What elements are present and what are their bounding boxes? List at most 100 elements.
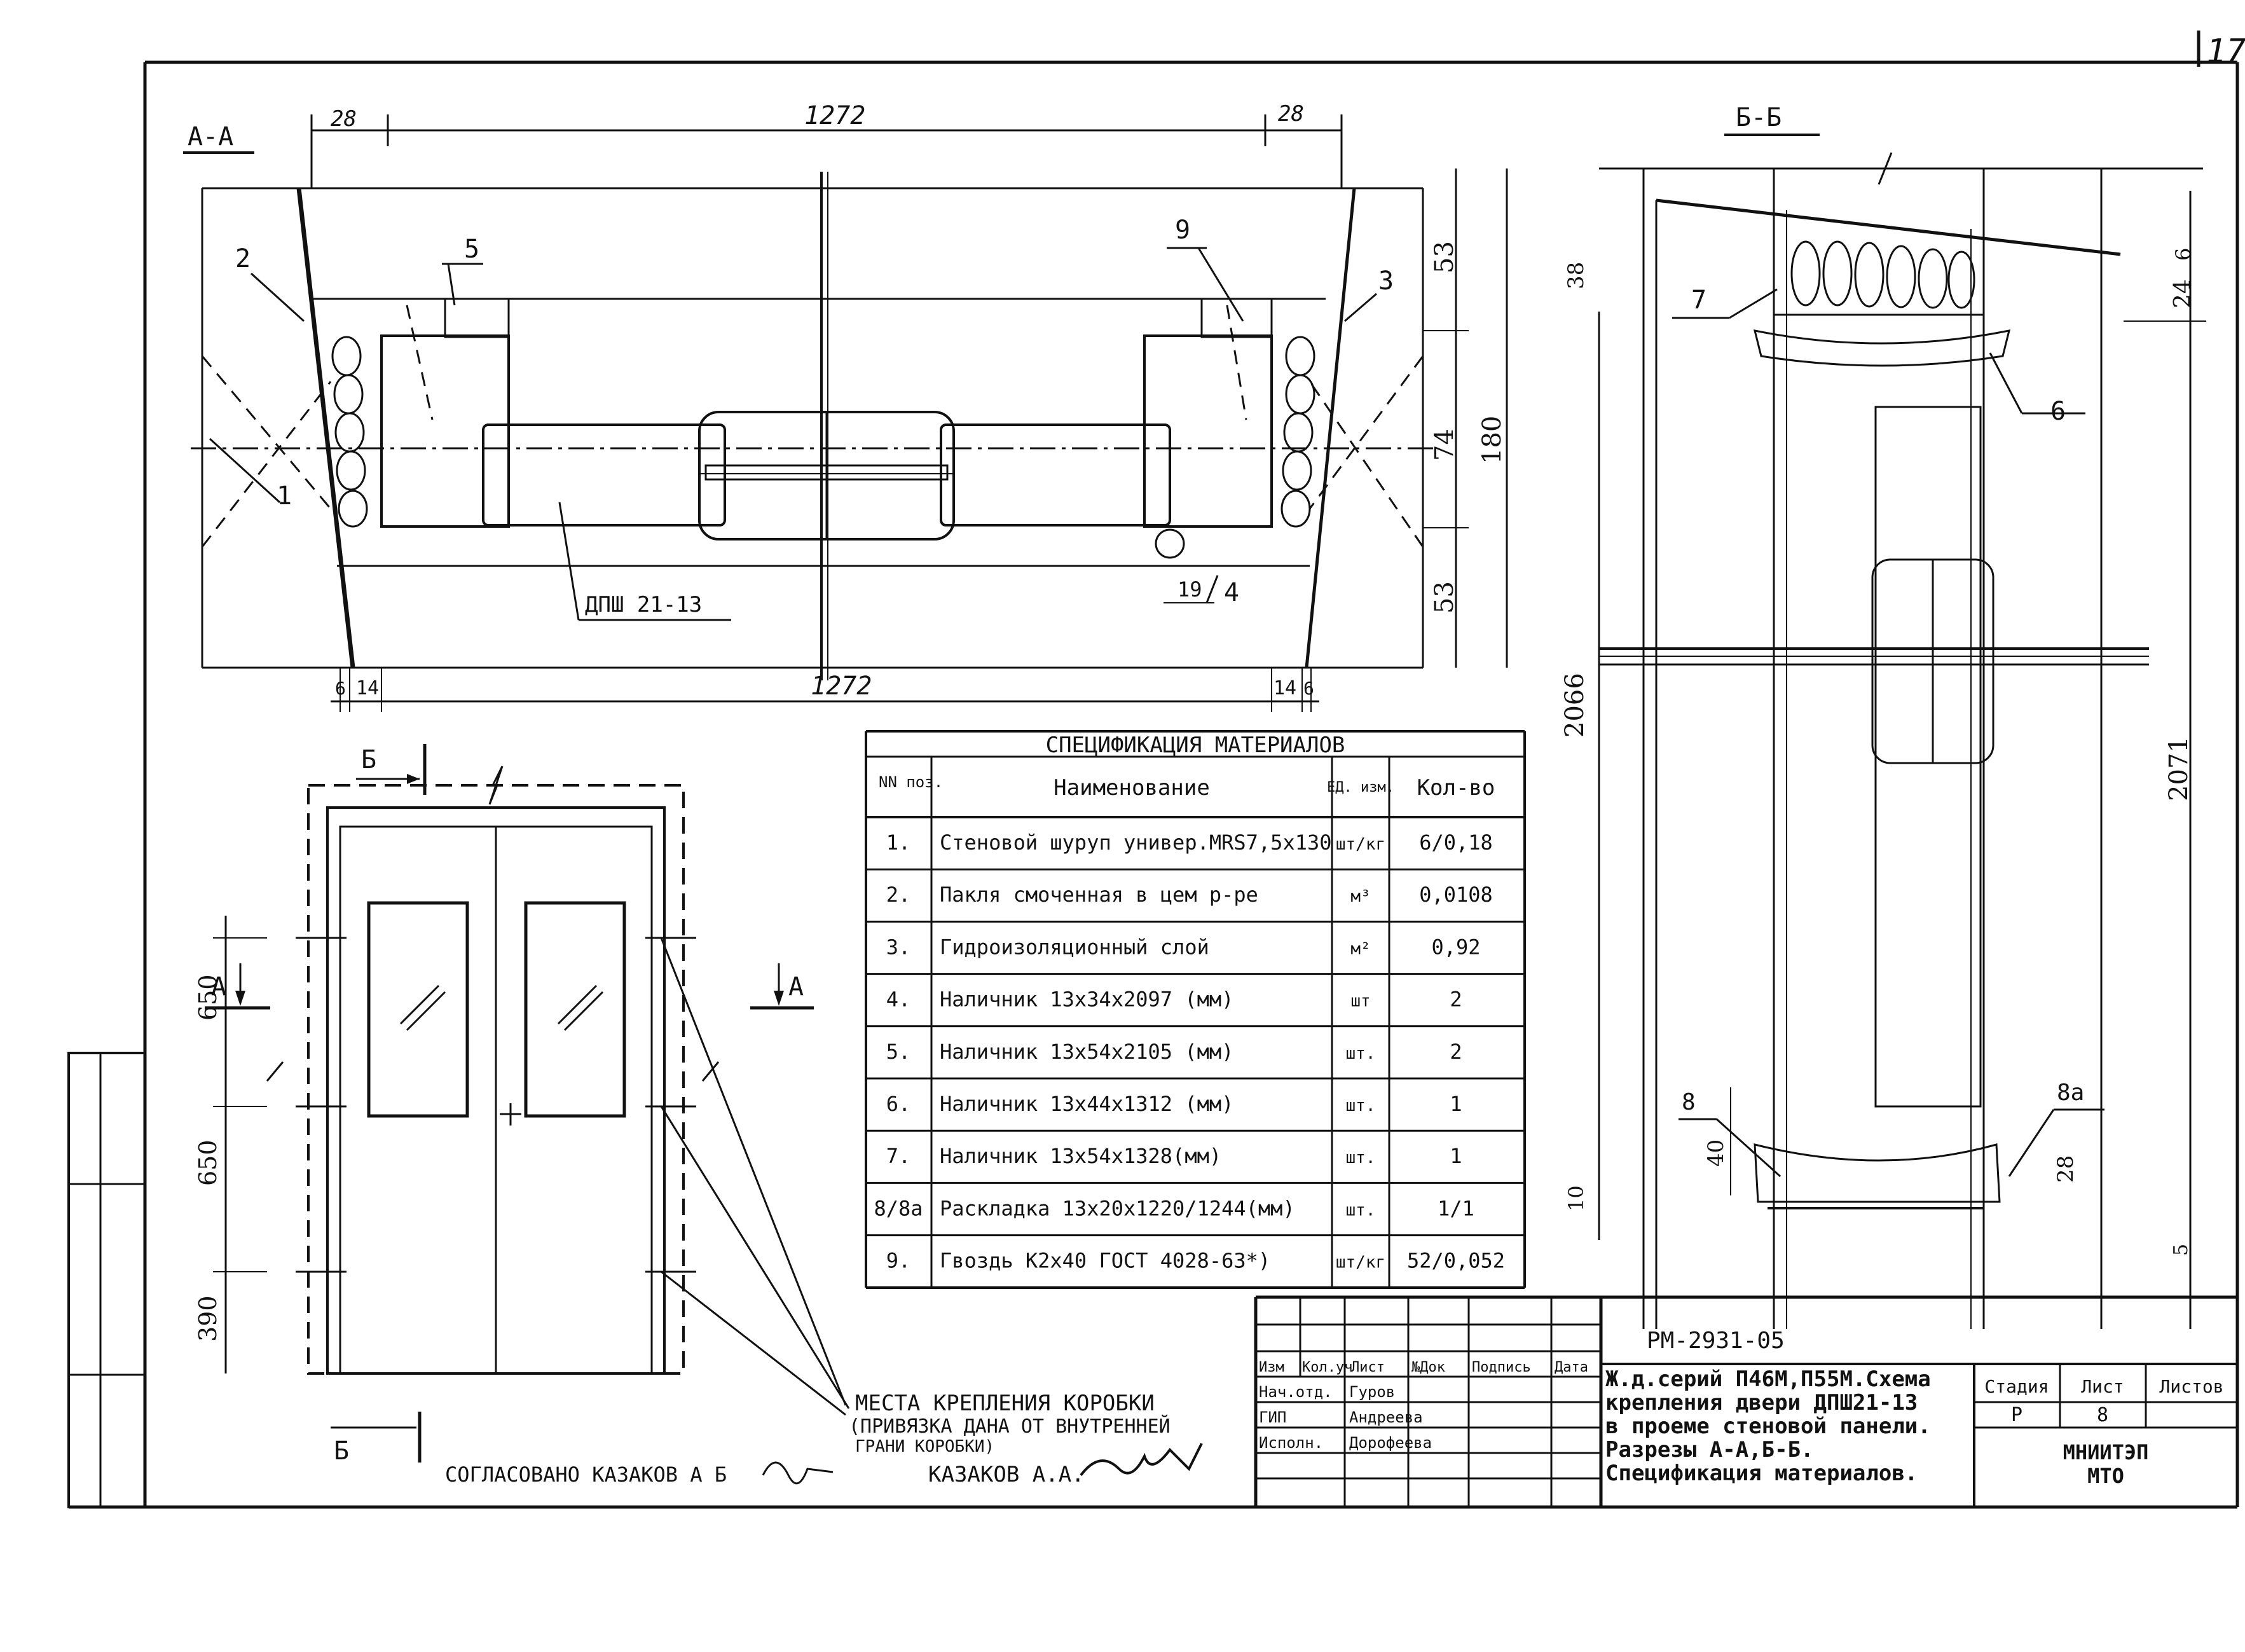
- spec-cell-unit: шт.: [1346, 1148, 1376, 1167]
- spec-cell-unit: шт.: [1346, 1096, 1376, 1115]
- spec-cell-qty: 1: [1450, 1092, 1462, 1116]
- title-block: Изм Кол.уч Лист №Док Подпись Дата Нач.от…: [1254, 1295, 2237, 1507]
- note-line-2: (ПРИВЯЗКА ДАНА ОТ ВНУТРЕННЕЙ: [849, 1415, 1171, 1438]
- section-aa: А-А: [183, 101, 1508, 712]
- dim-aa-bottom-l2: 14: [356, 677, 379, 699]
- tb-h-data: Дата: [1555, 1359, 1588, 1375]
- callout-2: 2: [235, 244, 251, 273]
- tb-description-line: Разрезы А-А,Б-Б.: [1605, 1437, 1814, 1463]
- callout-7: 7: [1691, 286, 1706, 315]
- dim-bb-38: 38: [1563, 262, 1589, 289]
- spec-cell-name: Гвоздь К2x40 ГОСТ 4028-63*): [940, 1249, 1270, 1273]
- spec-cell-nn: 8/8а: [874, 1196, 923, 1220]
- door-elevation: 650 650 390 Б Б А А: [194, 744, 850, 1466]
- spec-cell-unit: шт: [1350, 992, 1370, 1011]
- callout-5: 5: [464, 235, 479, 264]
- spec-table: СПЕЦИФИКАЦИЯ МАТЕРИАЛОВ NN поз. Наименов…: [865, 730, 1526, 1289]
- tb-sheet-label: Лист: [2081, 1376, 2124, 1397]
- dim-bb-6: 6: [2171, 248, 2195, 261]
- spec-header-qty: Кол-во: [1417, 775, 1495, 801]
- tb-role: ГИП: [1259, 1408, 1286, 1426]
- approved-line: СОГЛАСОВАНО КАЗАКОВ А Б: [445, 1463, 727, 1487]
- dim-aa-bottom-r2: 6: [1303, 678, 1314, 699]
- spec-cell-qty: 2: [1450, 1040, 1462, 1064]
- cut-b-top-label: Б: [361, 745, 376, 774]
- tb-stage-label: Стадия: [1984, 1376, 2049, 1397]
- oakum-left: [331, 336, 368, 528]
- dim-bb-right-height: 2071: [2164, 736, 2194, 801]
- tb-stage: Р: [2011, 1404, 2022, 1426]
- dim-aa-bottom-r1: 14: [1274, 677, 1296, 699]
- callout-8: 8: [1682, 1089, 1696, 1115]
- fastening-note: МЕСТА КРЕПЛЕНИЯ КОРОБКИ (ПРИВЯЗКА ДАНА О…: [445, 1391, 1203, 1487]
- spec-cell-nn: 7.: [886, 1144, 911, 1168]
- spec-cell-unit: шт/кг: [1336, 835, 1385, 854]
- spec-cell-nn: 1.: [886, 830, 911, 855]
- signature-1: [762, 1461, 834, 1485]
- cut-a-left-label: А: [211, 972, 226, 1002]
- callout-8a: 8а: [2057, 1080, 2084, 1106]
- dim-aa-top-right: 28: [1278, 101, 1304, 127]
- spec-cell-nn: 2.: [886, 883, 911, 907]
- cut-a-right-label: А: [788, 972, 804, 1002]
- section-aa-title: А-А: [188, 122, 233, 151]
- spec-cell-nn: 6.: [886, 1092, 911, 1116]
- approved-name: КАЗАКОВ А.А.: [928, 1462, 1085, 1487]
- org-line-1: МНИИТЭП: [2063, 1440, 2149, 1464]
- callout-6: 6: [2050, 397, 2066, 426]
- signature-2: [1080, 1443, 1203, 1476]
- tb-description-line: Ж.д.серий П46М,П55М.Схема: [1605, 1366, 1931, 1392]
- spec-header-name: Наименование: [1054, 775, 1210, 801]
- section-bb: Б-Б 2066 38: [1560, 103, 2206, 1329]
- spec-row: 6.Наличник 13x44x1312 (мм)шт.1: [886, 1092, 1462, 1116]
- spec-cell-nn: 3.: [886, 935, 911, 959]
- spec-cell-qty: 0,0108: [1419, 883, 1493, 907]
- spec-row: 7. Наличник 13x54x1328(мм) шт. 1: [886, 1144, 1462, 1168]
- spec-cell-qty: 1: [1450, 1144, 1462, 1168]
- doc-code: РМ-2931-05: [1647, 1328, 1785, 1354]
- dim-aa-right-mid: 74: [1430, 429, 1459, 461]
- tb-description-line: крепления двери ДПШ21-13: [1605, 1390, 1918, 1415]
- spec-cell-name: Гидроизоляционный слой: [940, 935, 1209, 959]
- spec-cell-unit: шт.: [1346, 1044, 1376, 1063]
- elev-dim-1: 650: [194, 974, 222, 1021]
- dim-bb-10: 10: [1564, 1185, 1588, 1211]
- spec-cell-unit: шт.: [1346, 1201, 1376, 1220]
- note-line-3: ГРАНИ КОРОБКИ): [855, 1437, 994, 1456]
- org-line-2: МТО: [2087, 1464, 2124, 1488]
- tb-h-podpis: Подпись: [1472, 1359, 1531, 1375]
- spec-row: 5. Наличник 13x54x2105 (мм) шт. 2: [886, 1040, 1462, 1064]
- spec-cell-name: Наличник 13x34x2097 (мм): [940, 988, 1233, 1012]
- dim-bb-24: 24: [2170, 279, 2196, 308]
- spec-cell-unit: м²: [1350, 939, 1370, 958]
- oakum-right: [1280, 336, 1315, 528]
- spec-cell-qty: 1/1: [1438, 1196, 1474, 1220]
- callout-4: 4: [1224, 578, 1239, 607]
- tb-role: Исполн.: [1259, 1434, 1323, 1452]
- spec-cell-qty: 2: [1450, 988, 1462, 1012]
- spec-cell-qty: 6/0,18: [1419, 830, 1493, 855]
- callout-3: 3: [1378, 266, 1394, 296]
- spec-cell-nn: 4.: [886, 988, 911, 1012]
- dim-aa-bottom-l1: 6: [335, 678, 346, 699]
- spec-cell-name: Наличник 13x54x1328(мм): [940, 1144, 1221, 1168]
- dim-bb-28: 28: [2053, 1155, 2078, 1183]
- spec-cell-name: Стеновой шуруп универ.MRS7,5x130: [940, 830, 1332, 855]
- tb-person: Дорофеева: [1349, 1434, 1432, 1452]
- dim-aa-right-total: 180: [1478, 416, 1507, 464]
- spec-cell-nn: 5.: [886, 1040, 911, 1064]
- dim-aa-top-mid: 1272: [804, 101, 865, 130]
- oakum-top: [1790, 240, 1975, 309]
- dim-bb-5: 5: [2170, 1244, 2192, 1256]
- dim-aa-top-left: 28: [331, 106, 357, 132]
- spec-cell-name: Наличник 13x54x2105 (мм): [940, 1040, 1233, 1064]
- callout-1: 1: [277, 481, 292, 511]
- door-label: ДПШ 21-13: [585, 592, 702, 617]
- dim-aa-right-top: 53: [1430, 241, 1459, 273]
- spec-cell-name: Пакля смоченная в цем р-ре: [940, 883, 1258, 907]
- callout-9: 9: [1175, 216, 1190, 245]
